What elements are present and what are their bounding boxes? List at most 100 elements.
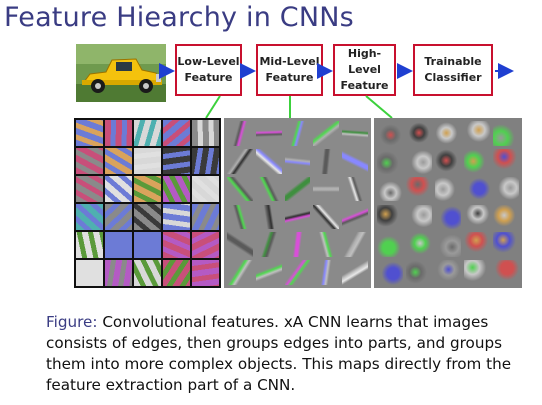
filter-tile (377, 204, 403, 230)
filter-tile (377, 260, 403, 285)
filter-tile (227, 121, 253, 146)
filter-tile (342, 176, 368, 202)
filter-tile (406, 121, 432, 146)
filter-tile (227, 148, 253, 174)
filter-tile (284, 121, 311, 146)
filter-tile (134, 120, 161, 146)
filter-tile (284, 232, 311, 258)
filter-tile (163, 176, 190, 202)
filter-tile (435, 148, 461, 174)
filter-tile (163, 120, 190, 146)
trainable-classifier-label: Trainable Classifier (424, 55, 482, 84)
car-image (76, 44, 166, 102)
filter-tile (284, 204, 311, 230)
filter-tile (105, 260, 132, 286)
filter-tile (493, 232, 519, 258)
filter-tile (255, 232, 282, 258)
high-level-filters-grid (374, 118, 522, 288)
filter-tile (406, 260, 432, 285)
filter-tile (227, 232, 253, 258)
filter-tile (464, 148, 490, 174)
filter-tile (227, 260, 253, 285)
filter-tile (377, 148, 403, 174)
filter-tile (493, 176, 519, 202)
filter-tile (406, 148, 432, 174)
filter-tile (313, 232, 340, 258)
filter-tile (192, 232, 219, 258)
filter-tile (192, 204, 219, 230)
filter-tile (342, 121, 368, 146)
filter-tile (134, 232, 161, 258)
filter-tile (134, 260, 161, 286)
filter-tile (227, 204, 253, 230)
filter-tile (163, 232, 190, 258)
pipeline-arrows (159, 63, 514, 119)
filter-tile (192, 120, 219, 146)
filter-tile (105, 204, 132, 230)
filter-tile (255, 176, 282, 202)
mid-level-filters-grid (224, 118, 371, 288)
filter-tile (464, 260, 490, 285)
filter-tile (76, 204, 103, 230)
trainable-classifier-box: Trainable Classifier (413, 44, 493, 96)
filter-tile (255, 204, 282, 230)
figure-caption: Figure: Convolutional features. xA CNN l… (46, 312, 540, 396)
filter-tile (342, 232, 368, 258)
filter-tile (313, 148, 340, 174)
high-level-feature-box: High-Level Feature (333, 44, 396, 96)
filter-tile (255, 121, 282, 146)
slide-title: Feature Hiearchy in CNNs (4, 2, 354, 33)
filter-tile (284, 176, 311, 202)
filter-tile (163, 260, 190, 286)
filter-tile (435, 204, 461, 230)
filter-tile (255, 260, 282, 285)
filter-tile (284, 260, 311, 285)
filter-tile (105, 148, 132, 174)
filter-tile (493, 121, 519, 146)
filter-tile (377, 121, 403, 146)
high-level-feature-label: High-Level Feature (340, 47, 389, 92)
filter-tile (435, 121, 461, 146)
low-level-feature-box: Low-Level Feature (175, 44, 242, 96)
filter-tile (342, 260, 368, 285)
filter-tile (342, 204, 368, 230)
connector-high (365, 95, 393, 119)
filter-tile (406, 232, 432, 258)
filter-tile (435, 176, 461, 202)
filter-tile (406, 176, 432, 202)
filter-tile (105, 232, 132, 258)
filter-tile (192, 176, 219, 202)
connector-low (205, 95, 221, 119)
mid-level-feature-label: Mid-Level Feature (259, 55, 320, 84)
filter-tile (377, 176, 403, 202)
filter-tile (76, 120, 103, 146)
filter-tile (313, 176, 340, 202)
filter-tile (435, 232, 461, 258)
filter-tile (377, 232, 403, 258)
filter-tile (192, 260, 219, 286)
filter-tile (105, 120, 132, 146)
filter-tile (76, 232, 103, 258)
filter-tile (134, 204, 161, 230)
low-level-filters-grid (74, 118, 221, 288)
filter-tile (76, 176, 103, 202)
caption-label: Figure: (46, 313, 98, 331)
filter-tile (163, 204, 190, 230)
filter-tile (313, 204, 340, 230)
filter-tile (342, 148, 368, 174)
filter-tile (76, 260, 103, 286)
filter-tile (435, 260, 461, 285)
low-level-feature-label: Low-Level Feature (177, 55, 240, 84)
filter-tile (255, 148, 282, 174)
filter-tile (134, 176, 161, 202)
filter-tile (105, 176, 132, 202)
filter-tile (406, 204, 432, 230)
filter-tile (493, 204, 519, 230)
filter-tile (192, 148, 219, 174)
caption-text: Convolutional features. xA CNN learns th… (46, 313, 512, 394)
filter-tile (313, 121, 340, 146)
filter-tile (464, 232, 490, 258)
filter-tile (284, 148, 311, 174)
filter-tile (464, 204, 490, 230)
filter-tile (227, 176, 253, 202)
